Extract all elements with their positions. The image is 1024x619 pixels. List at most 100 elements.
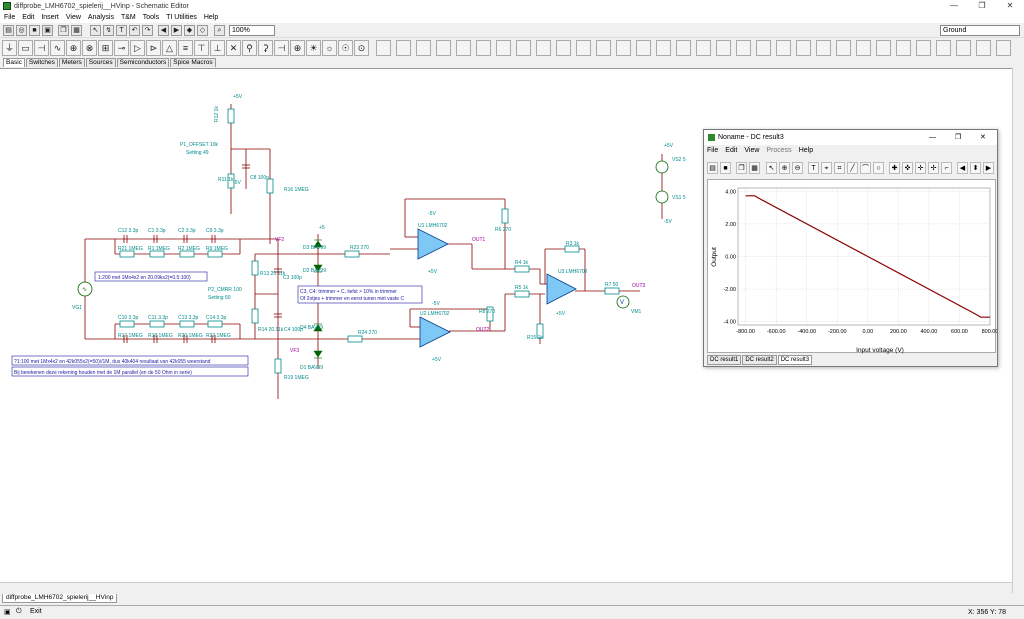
empty-slot-3[interactable]: [416, 40, 431, 56]
copy-icon[interactable]: ❐: [58, 25, 69, 36]
empty-slot-7[interactable]: [496, 40, 511, 56]
status-exit[interactable]: Exit: [30, 608, 42, 615]
empty-slot-29[interactable]: [936, 40, 951, 56]
wire-icon[interactable]: ↯: [103, 25, 114, 36]
schematic-drawing[interactable]: ∿ V +5V R12 1k P1_OFFSET 10k Setting 49 …: [0, 69, 1012, 583]
dc-copy-icon[interactable]: ❐: [736, 162, 747, 174]
paste-icon[interactable]: ▦: [71, 25, 82, 36]
minimize-button[interactable]: —: [950, 1, 958, 10]
empty-slot-16[interactable]: [676, 40, 691, 56]
undo-icon[interactable]: ↶: [129, 25, 140, 36]
dc-curve-icon[interactable]: ⌒: [860, 162, 871, 174]
dc-prev-icon[interactable]: ◀: [957, 162, 968, 174]
dc-cursor-a-icon[interactable]: ⌖: [821, 162, 832, 174]
menu-tm[interactable]: T&M: [120, 14, 136, 21]
indicator-component-icon[interactable]: ☉: [338, 40, 353, 56]
battery-component-icon[interactable]: ⊞: [98, 40, 113, 56]
text-icon[interactable]: T: [116, 25, 127, 36]
ammeter-component-icon[interactable]: ⚳: [258, 40, 273, 56]
dc-minimize-button[interactable]: —: [929, 134, 936, 141]
close-button[interactable]: ✕: [1006, 1, 1014, 10]
tab-switches[interactable]: Switches: [25, 58, 58, 67]
dc-save-icon[interactable]: ■: [720, 162, 731, 174]
tab-semiconductors[interactable]: Semiconductors: [116, 58, 170, 67]
empty-slot-18[interactable]: [716, 40, 731, 56]
led-component-icon[interactable]: ☀: [306, 40, 321, 56]
dc-text-icon[interactable]: T: [808, 162, 819, 174]
empty-slot-10[interactable]: [556, 40, 571, 56]
dc-zoom-out-icon[interactable]: ⊖: [792, 162, 803, 174]
resistor-component-icon[interactable]: ▭: [18, 40, 33, 56]
dc-close-button[interactable]: ✕: [980, 134, 986, 141]
menu-edit[interactable]: Edit: [22, 14, 35, 21]
empty-slot-27[interactable]: [896, 40, 911, 56]
empty-slot-12[interactable]: [596, 40, 611, 56]
zoom-select[interactable]: 100%: [229, 25, 275, 36]
current-source-icon[interactable]: ⊗: [82, 40, 97, 56]
empty-slot-9[interactable]: [536, 40, 551, 56]
jumper-component-icon[interactable]: ⊤: [194, 40, 209, 56]
dc-updown-icon[interactable]: ⬍: [970, 162, 981, 174]
capacitor-component-icon[interactable]: ⊣: [34, 40, 49, 56]
dc-marker-d-icon[interactable]: ✢: [928, 162, 939, 174]
tab-sources[interactable]: Sources: [85, 58, 116, 67]
tab-dc-result1[interactable]: DC result1: [707, 355, 742, 365]
crossing-component-icon[interactable]: ✕: [226, 40, 241, 56]
lamp-component-icon[interactable]: ☼: [322, 40, 337, 56]
redo-icon[interactable]: ↷: [142, 25, 153, 36]
empty-slot-11[interactable]: [576, 40, 591, 56]
rotate-left-icon[interactable]: ◀: [158, 25, 169, 36]
vertical-scrollbar[interactable]: [1012, 68, 1024, 593]
bus-component-icon[interactable]: ⊥: [210, 40, 225, 56]
dc-menu-help[interactable]: Help: [798, 147, 814, 154]
empty-slot-1[interactable]: [376, 40, 391, 56]
empty-slot-28[interactable]: [916, 40, 931, 56]
empty-slot-4[interactable]: [436, 40, 451, 56]
rotate-right-icon[interactable]: ▶: [171, 25, 182, 36]
tab-meters[interactable]: Meters: [58, 58, 85, 67]
empty-slot-32[interactable]: [996, 40, 1011, 56]
dc-result-window[interactable]: Noname - DC result3 — ❐ ✕ File Edit View…: [703, 129, 998, 367]
empty-slot-31[interactable]: [976, 40, 991, 56]
transistor-component-icon[interactable]: ⊳: [146, 40, 161, 56]
dc-open-icon[interactable]: ▤: [707, 162, 718, 174]
menu-insert[interactable]: Insert: [41, 14, 59, 21]
menu-ti-utilities[interactable]: TI Utilities: [166, 14, 197, 21]
tab-dc-result3[interactable]: DC result3: [777, 355, 813, 365]
empty-slot-20[interactable]: [756, 40, 771, 56]
empty-slot-22[interactable]: [796, 40, 811, 56]
horizontal-scrollbar[interactable]: [0, 582, 1012, 593]
empty-slot-17[interactable]: [696, 40, 711, 56]
voltmeter-component-icon[interactable]: ⚲: [242, 40, 257, 56]
menu-help[interactable]: Help: [203, 14, 219, 21]
mirror-icon[interactable]: ◆: [184, 25, 195, 36]
dc-menu-edit[interactable]: Edit: [725, 147, 738, 154]
select-arrow-icon[interactable]: ↖: [90, 25, 101, 36]
zoom-icon[interactable]: ⌕: [214, 25, 225, 36]
ground-select[interactable]: Ground: [940, 25, 1020, 36]
pin-component-icon[interactable]: ⊣: [274, 40, 289, 56]
empty-slot-14[interactable]: [636, 40, 651, 56]
empty-slot-13[interactable]: [616, 40, 631, 56]
dc-paste-icon[interactable]: ▦: [749, 162, 760, 174]
tube-component-icon[interactable]: ⊙: [354, 40, 369, 56]
empty-slot-19[interactable]: [736, 40, 751, 56]
transformer-component-icon[interactable]: ≡: [178, 40, 193, 56]
empty-slot-24[interactable]: [836, 40, 851, 56]
dc-menu-view[interactable]: View: [744, 147, 760, 154]
empty-slot-8[interactable]: [516, 40, 531, 56]
dc-menu-file[interactable]: File: [707, 147, 719, 154]
menu-analysis[interactable]: Analysis: [87, 14, 114, 21]
menu-tools[interactable]: Tools: [142, 14, 160, 21]
dc-next-icon[interactable]: ▶: [983, 162, 994, 174]
opamp-component-icon[interactable]: △: [162, 40, 177, 56]
ground-component-icon[interactable]: ⏚: [2, 40, 17, 56]
tab-spice-macros[interactable]: Spice Macros: [170, 58, 216, 67]
dc-menu-process[interactable]: Process: [766, 147, 792, 154]
status-print-icon[interactable]: ▣: [4, 609, 11, 616]
empty-slot-30[interactable]: [956, 40, 971, 56]
voltage-source-icon[interactable]: ⊕: [66, 40, 81, 56]
probe-component-icon[interactable]: ⊕: [290, 40, 305, 56]
menu-file[interactable]: File: [4, 14, 16, 21]
